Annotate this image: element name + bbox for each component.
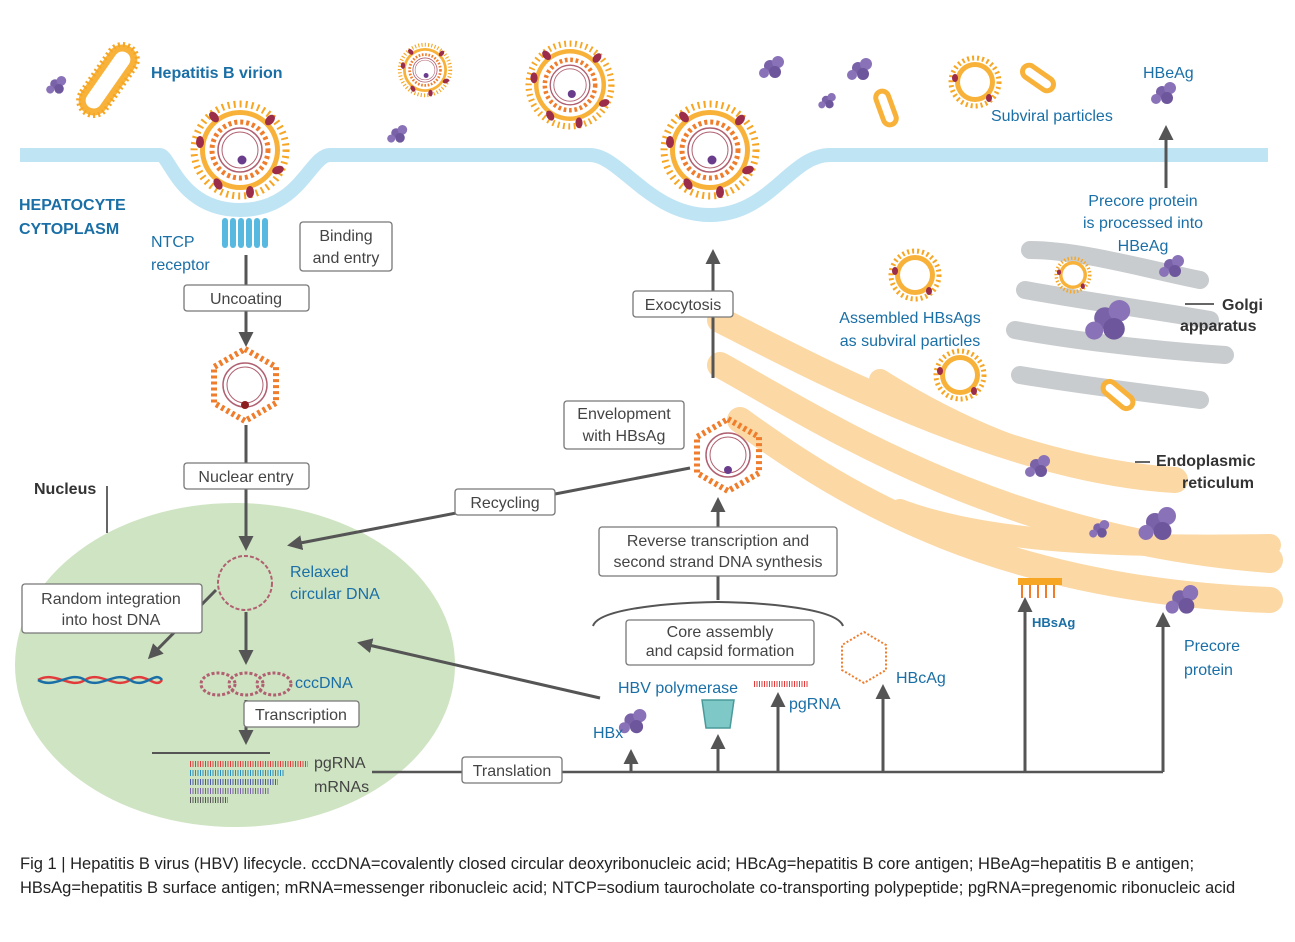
pgrna-mrnas-label-2: mRNAs <box>314 779 369 796</box>
relaxed-label-2: circular DNA <box>290 586 380 603</box>
ntcp-receptor-icon <box>222 218 268 248</box>
protein-free-5 <box>818 93 836 109</box>
golgi-label-2: apparatus <box>1180 318 1257 335</box>
precore-proc-label-2: is processed into <box>1083 215 1203 232</box>
precore-label-2: protein <box>1184 662 1233 679</box>
hbcag-capsid-icon <box>841 630 887 685</box>
cytoplasm-label-2: CYTOPLASM <box>19 221 119 238</box>
virion-exiting <box>664 104 756 198</box>
capsid-uncoated <box>214 349 276 421</box>
relaxed-dna-icon <box>217 555 273 611</box>
uncoating-box <box>183 284 310 312</box>
golgi-label-1: Golgi <box>1222 297 1263 314</box>
hbeag-cluster <box>1151 82 1176 104</box>
protein-free-2 <box>387 125 408 143</box>
nucleus-label: Nucleus <box>34 481 96 498</box>
subviral-sphere-1 <box>951 58 999 106</box>
subviral-rod-3 <box>1100 378 1136 412</box>
virion-small <box>397 42 453 99</box>
precore-proc-label-1: Precore protein <box>1088 193 1197 210</box>
rna-strands-icon <box>152 752 308 803</box>
envelopment-label-2: with HBsAg <box>582 428 666 445</box>
recycling-box <box>454 488 556 516</box>
pgrna-label: pgRNA <box>789 696 841 713</box>
assembled-label-1: Assembled HBsAgs <box>839 310 980 327</box>
core-label-1: Core assembly <box>667 624 774 641</box>
exocytosis-label: Exocytosis <box>645 297 721 314</box>
binding-label-2: and entry <box>313 250 380 267</box>
hbx-label: HBx <box>593 725 623 742</box>
assembled-label-2: as subviral particles <box>840 333 981 350</box>
virion-entering <box>194 104 286 198</box>
hbv-polymerase-icon <box>701 699 735 729</box>
hbsag-label: HBsAg <box>1032 615 1075 630</box>
hbv-polymerase-label: HBV polymerase <box>618 680 738 697</box>
subviral-sphere-3 <box>936 351 984 399</box>
nucleus-body <box>15 503 455 827</box>
recycling-label: Recycling <box>470 495 539 512</box>
translation-label: Translation <box>473 763 552 780</box>
cccdna-label: cccDNA <box>295 675 353 692</box>
envelopment-label-1: Envelopment <box>577 406 671 423</box>
capsid-envelopment <box>697 419 759 491</box>
reverse-transcription-box <box>598 526 838 577</box>
subviral-sphere-2 <box>891 251 939 299</box>
hbcag-label: HBcAg <box>896 670 946 687</box>
relaxed-label-1: Relaxed <box>290 564 349 581</box>
hbeag-label: HBeAg <box>1143 65 1194 82</box>
binding-label-1: Binding <box>319 228 372 245</box>
binding-entry-box <box>299 221 393 272</box>
exocytosis-box <box>632 290 734 318</box>
protein-free-1 <box>46 76 67 94</box>
subviral-sphere-4 <box>1054 256 1092 294</box>
er-label-1: Endoplasmic <box>1156 453 1256 470</box>
endoplasmic-reticulum <box>707 307 1283 613</box>
protein-free-3 <box>759 56 784 78</box>
envelopment-box <box>563 400 685 450</box>
subviral-rod-1 <box>1019 62 1057 94</box>
precore-proc-label-3: HBeAg <box>1118 238 1169 255</box>
nuclear-entry-box <box>183 462 310 490</box>
uncoating-label: Uncoating <box>210 291 282 308</box>
subviral-label: Subviral particles <box>991 108 1113 125</box>
ntcp-label-2: receptor <box>151 257 210 274</box>
transcription-box <box>243 700 360 728</box>
reverse-label-2: second strand DNA synthesis <box>614 554 823 571</box>
random-label-1: Random integration <box>41 591 181 608</box>
core-assembly-box <box>625 619 815 666</box>
subviral-rod-2 <box>873 88 899 128</box>
virion-label: Hepatitis B virion <box>151 65 283 82</box>
cccdna-icon <box>199 671 293 697</box>
random-label-2: into host DNA <box>62 612 161 629</box>
cytoplasm-label-1: HEPATOCYTE <box>19 197 126 214</box>
transcription-label: Transcription <box>255 707 347 724</box>
filament-particle <box>76 42 140 118</box>
core-label-2: and capsid formation <box>646 643 795 660</box>
translation-box <box>461 756 563 784</box>
protein-free-4 <box>847 58 872 80</box>
pgrna-mrnas-label-1: pgRNA <box>314 755 366 772</box>
nuclear-entry-label: Nuclear entry <box>198 469 293 486</box>
figure-caption: Fig 1 | Hepatitis B virus (HBV) lifecycl… <box>20 855 1236 897</box>
er-hbsag-icon <box>1018 578 1062 598</box>
random-integration-box <box>21 583 203 634</box>
er-label-2: reticulum <box>1182 475 1254 492</box>
precore-label-1: Precore <box>1184 638 1240 655</box>
host-dna-icon <box>37 675 164 685</box>
er-protein-3 <box>1138 507 1176 540</box>
virion-released <box>529 44 612 129</box>
reverse-label-1: Reverse transcription and <box>627 533 809 550</box>
hbv-lifecycle-diagram: Nucleus Endoplasmic reticulum Golgi appa… <box>15 0 1283 827</box>
ntcp-label-1: NTCP <box>151 234 195 251</box>
cell-membrane <box>20 148 1268 223</box>
